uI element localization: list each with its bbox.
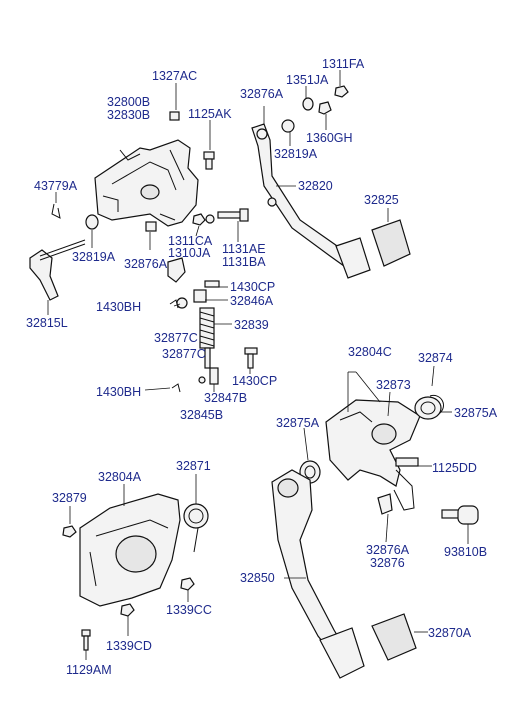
label-32815l: 32815L [26, 316, 68, 330]
label-32847b: 32847B [204, 391, 247, 405]
label-32870a: 32870A [428, 626, 472, 640]
label-32873: 32873 [376, 378, 411, 392]
nut-1339cc [180, 577, 195, 602]
label-1327ac: 1327AC [152, 69, 197, 83]
label-1430cp-top: 1430CP [230, 280, 275, 294]
label-1131ba: 1131BA [222, 255, 266, 269]
label-32820: 32820 [298, 179, 333, 193]
pedal-arm-32850 [271, 469, 347, 657]
label-32819a-top: 32819A [274, 147, 318, 161]
label-32876a-bot: 32876A [366, 543, 410, 557]
washer-1351ja [302, 86, 314, 111]
label-32877c-2: 32877C [162, 347, 206, 361]
label-1339cc: 1339CC [166, 603, 212, 617]
label-1310ja: 1310JA [168, 246, 211, 260]
label-1131ae: 1131AE [222, 242, 266, 256]
label-1311ca: 1311CA [168, 234, 213, 248]
label-32846a: 32846A [230, 294, 274, 308]
switch-93810b [441, 505, 479, 544]
pin-1430bh [144, 299, 181, 393]
bolt-1125dd [395, 457, 432, 467]
bracket-32804c [325, 371, 421, 511]
spring-32839 [199, 307, 232, 349]
label-1125ak: 1125AK [188, 107, 232, 121]
label-32839: 32839 [234, 318, 269, 332]
upper-pedal-bracket [94, 139, 199, 227]
label-32874: 32874 [418, 351, 453, 365]
label-32830b: 32830B [107, 108, 150, 122]
label-32876: 32876 [370, 556, 405, 570]
pedal-pad-32825 [335, 208, 411, 279]
label-32875a-left: 32875A [276, 416, 320, 430]
label-32871: 32871 [176, 459, 211, 473]
rod-32847b [204, 347, 219, 392]
label-1360gh: 1360GH [306, 131, 353, 145]
nut-1311fa [334, 70, 349, 98]
label-1351ja: 1351JA [286, 73, 329, 87]
label-32845b: 32845B [180, 408, 223, 422]
nut-1311ca [192, 213, 215, 237]
label-32819a-left: 32819A [72, 250, 116, 264]
pedal-pad-32870a [319, 613, 428, 679]
bolt-1430cp-low [244, 347, 258, 374]
label-32825: 32825 [364, 193, 399, 207]
nut-1360gh [318, 101, 332, 130]
nut-32879 [62, 506, 77, 538]
bushing-32876a-mid [145, 221, 157, 250]
label-32877c-1: 32877C [154, 331, 198, 345]
label-1430bh-top: 1430BH [96, 300, 141, 314]
spring-32871 [183, 474, 209, 553]
label-32850: 32850 [240, 571, 275, 585]
connector-assembly [167, 257, 228, 384]
label-1430cp-bot: 1430CP [232, 374, 277, 388]
pedal-arm-32815l [29, 239, 86, 315]
label-32876a-mid: 32876A [124, 257, 168, 271]
bushing-32819a-top [281, 119, 295, 146]
label-93810b: 93810B [444, 545, 487, 559]
bushing-32875a-right [414, 396, 452, 420]
clip-43779a [51, 192, 61, 219]
label-1129am: 1129AM [66, 663, 112, 677]
nut-1339cd [120, 603, 135, 636]
label-32804a: 32804A [98, 470, 142, 484]
bolt-1131ae [217, 208, 249, 242]
part-32873-leader [387, 391, 391, 417]
bolt-1129am [81, 629, 91, 660]
label-32800b: 32800B [107, 95, 150, 109]
label-32804c: 32804C [348, 345, 392, 359]
bushing-32819a-left [85, 214, 99, 248]
label-1339cd: 1339CD [106, 639, 152, 653]
label-1311fa: 1311FA [322, 57, 365, 71]
label-32875a-right: 32875A [454, 406, 498, 420]
label-1430bh-bot: 1430BH [96, 385, 141, 399]
bushing-32875a-left [299, 427, 321, 484]
label-32879: 32879 [52, 491, 87, 505]
clip-32876a-bottom [377, 493, 393, 543]
bolt-1125ak [203, 120, 215, 170]
label-32876a-top: 32876A [240, 87, 284, 101]
label-43779a: 43779A [34, 179, 78, 193]
label-1125dd: 1125DD [432, 461, 477, 475]
bolt-1327ac [169, 83, 180, 121]
bracket-32804a [79, 484, 181, 607]
